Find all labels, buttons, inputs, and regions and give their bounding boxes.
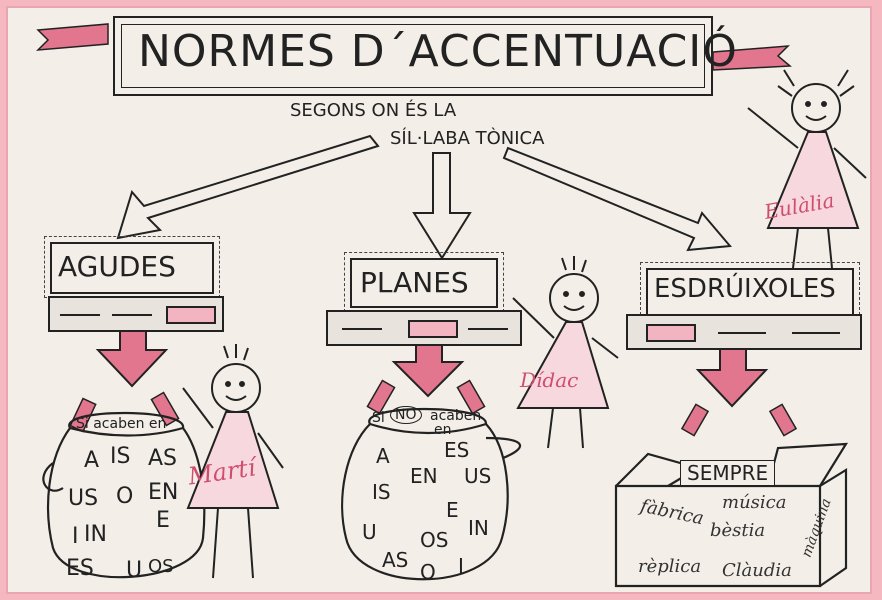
bag-agudes-label: Si acaben en — [76, 416, 167, 432]
pink-arrow-esdruixoles-icon — [695, 347, 769, 408]
doodle-layer — [36, 23, 867, 588]
ending-token: ES — [66, 556, 94, 581]
esdruixoles-label: ESDRÚIXOLES — [654, 274, 836, 304]
bag-planes-label-en: en — [434, 422, 452, 438]
left-ribbon-icon — [36, 23, 109, 51]
ending-token: IS — [372, 480, 391, 504]
ending-token: I — [458, 554, 464, 578]
name-didac: Dídac — [520, 368, 579, 392]
ending-token: EN — [148, 480, 179, 505]
figure-marti-icon — [182, 344, 284, 579]
figure-eulalia-icon — [747, 69, 867, 269]
bag-planes-label-si: Si — [372, 410, 385, 426]
page-title: NORMES D´ACCENTUACIÓ — [138, 26, 738, 77]
bag-planes-icon — [341, 407, 522, 581]
ending-token: ES — [444, 438, 470, 462]
arrow-to-planes-icon — [412, 152, 472, 260]
ending-token: IS — [110, 444, 131, 469]
ending-token: IN — [468, 516, 489, 540]
figure-didac-icon — [512, 256, 619, 449]
planes-syllable-strip — [326, 310, 522, 346]
ending-token: OS — [420, 528, 449, 552]
ending-token: A — [376, 444, 390, 468]
ending-token: I — [72, 524, 79, 549]
poster: NORMES D´ACCENTUACIÓ SEGONS ON ÉS LA SÍL… — [6, 6, 872, 594]
agudes-box — [50, 242, 214, 294]
ending-token: EN — [410, 464, 438, 488]
ending-token: O — [116, 484, 134, 509]
box-esdruixoles-label: SEMPRE — [680, 460, 776, 486]
ending-token: O — [420, 560, 436, 584]
title-frame — [113, 16, 713, 96]
subtitle-line-2: SÍL·LABA TÒNICA — [390, 128, 545, 149]
ending-token: A — [84, 448, 100, 473]
bag-planes-label-acaben: acaben — [430, 408, 482, 424]
box-esdruixoles-icon — [614, 442, 849, 588]
planes-label: PLANES — [360, 266, 469, 299]
ending-token: U — [362, 520, 377, 544]
example-word: rèplica — [638, 556, 702, 577]
agudes-syllable-strip — [48, 296, 224, 332]
ending-token: IN — [84, 522, 107, 547]
bag-agudes-icon — [42, 411, 206, 579]
planes-box — [350, 258, 498, 308]
arrow-to-esdruixoles-icon — [502, 146, 733, 252]
ending-token: US — [68, 486, 99, 511]
ending-token: E — [156, 508, 170, 533]
example-word: música — [722, 492, 787, 513]
right-ribbon-icon — [712, 45, 792, 71]
ending-token: OS — [148, 556, 174, 577]
ending-token: E — [446, 498, 459, 522]
pink-arrow-planes-icon — [391, 339, 465, 398]
ending-token: AS — [382, 548, 409, 572]
arrow-to-agudes-icon — [116, 134, 380, 240]
ending-token: AS — [148, 446, 178, 471]
agudes-label: AGUDES — [58, 250, 176, 283]
ending-token: US — [464, 464, 492, 488]
pink-arrow-agudes-icon — [95, 325, 169, 388]
subtitle-line-1: SEGONS ON ÉS LA — [290, 100, 457, 121]
bag-planes-label-no: NO — [390, 406, 422, 424]
example-word: Clàudia — [722, 560, 792, 581]
esdruixoles-syllable-strip — [626, 314, 862, 350]
ending-token: U — [126, 558, 143, 583]
example-word: bèstia — [710, 520, 766, 541]
